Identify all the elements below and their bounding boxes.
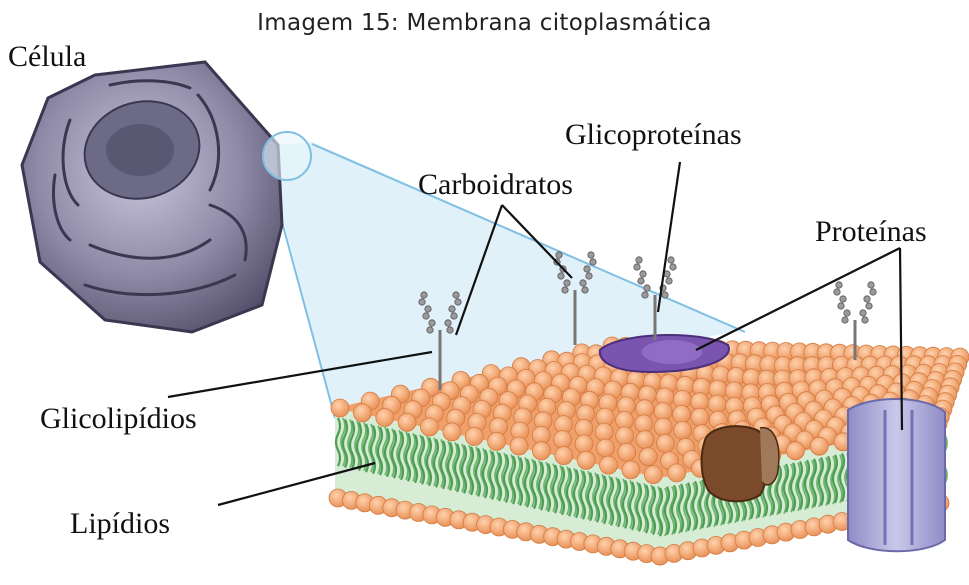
sugar-bead bbox=[666, 278, 672, 284]
sugar-bead bbox=[447, 327, 453, 333]
sugar-bead bbox=[868, 282, 874, 288]
sugar-bead bbox=[844, 310, 850, 316]
sugar-bead bbox=[864, 296, 870, 302]
lipid-head bbox=[443, 423, 461, 441]
lipid-head bbox=[635, 415, 653, 433]
sugar-bead bbox=[564, 280, 570, 286]
sugar-bead bbox=[842, 317, 848, 323]
sugar-bead bbox=[584, 266, 590, 272]
sugar-bead bbox=[556, 252, 562, 258]
sugar-bead bbox=[668, 257, 674, 263]
zoom-circle bbox=[263, 132, 311, 180]
sugar-bead bbox=[642, 292, 648, 298]
lipid-head bbox=[398, 413, 416, 431]
label-carbohydrates: Carboidratos bbox=[418, 168, 573, 202]
sugar-bead bbox=[451, 313, 457, 319]
lipid-head bbox=[654, 418, 672, 436]
sugar-bead bbox=[866, 303, 872, 309]
lipid-head bbox=[331, 399, 349, 417]
lipid-head bbox=[555, 447, 573, 465]
lipid-head bbox=[639, 448, 657, 466]
lipid-head bbox=[656, 435, 674, 453]
sugar-bead bbox=[636, 257, 642, 263]
lipid-head bbox=[616, 427, 634, 445]
sugar-bead bbox=[862, 317, 868, 323]
sugar-bead bbox=[836, 282, 842, 288]
sugar-bead bbox=[419, 299, 425, 305]
sugar-bead bbox=[870, 289, 876, 295]
lipid-head bbox=[595, 423, 613, 441]
lipid-head bbox=[810, 437, 828, 455]
lipid-head bbox=[636, 431, 654, 449]
lipid-head bbox=[465, 428, 483, 446]
sugar-bead bbox=[644, 285, 650, 291]
sugar-bead bbox=[423, 313, 429, 319]
label-proteins: Proteínas bbox=[815, 215, 927, 249]
sugar-bead bbox=[838, 303, 844, 309]
label-lipids: Lipídios bbox=[70, 507, 170, 541]
sugar-bead bbox=[834, 289, 840, 295]
channel-protein bbox=[848, 399, 945, 551]
lipid-head bbox=[668, 464, 686, 482]
lipid-head bbox=[421, 418, 439, 436]
lipid-head bbox=[674, 421, 692, 439]
cell-illustration bbox=[22, 62, 311, 332]
sugar-bead bbox=[638, 278, 644, 284]
lipid-head bbox=[554, 431, 572, 449]
sugar-bead bbox=[445, 320, 451, 326]
sugar-bead bbox=[640, 271, 646, 277]
lipid-head bbox=[618, 443, 636, 461]
lipid-head bbox=[376, 409, 394, 427]
sugar-bead bbox=[562, 287, 568, 293]
pointer-glycoprotein bbox=[658, 162, 680, 312]
label-cell: Célula bbox=[8, 40, 86, 74]
lipid-head bbox=[510, 437, 528, 455]
label-glycolipids: Glicolipídios bbox=[40, 402, 197, 436]
sugar-bead bbox=[582, 287, 588, 293]
sugar-bead bbox=[634, 264, 640, 270]
sugar-bead bbox=[427, 327, 433, 333]
lipid-head bbox=[708, 395, 726, 413]
lipid-head bbox=[622, 461, 640, 479]
lipid-head bbox=[488, 432, 506, 450]
lipid-head bbox=[353, 404, 371, 422]
cell-nucleolus bbox=[106, 124, 174, 176]
sugar-bead bbox=[453, 292, 459, 298]
lipid-head bbox=[691, 408, 709, 426]
lipid-head bbox=[786, 442, 804, 460]
sugar-bead bbox=[580, 280, 586, 286]
sugar-bead bbox=[429, 320, 435, 326]
sugar-bead bbox=[558, 273, 564, 279]
sugar-bead bbox=[425, 306, 431, 312]
lipid-head bbox=[575, 435, 593, 453]
sugar-bead bbox=[670, 264, 676, 270]
lipid-head bbox=[532, 442, 550, 460]
sugar-bead bbox=[840, 296, 846, 302]
sugar-bead bbox=[860, 310, 866, 316]
lipid-head bbox=[600, 456, 618, 474]
sugar-bead bbox=[662, 292, 668, 298]
lipid-head bbox=[644, 466, 662, 484]
sugar-bead bbox=[586, 273, 592, 279]
sugar-bead bbox=[421, 292, 427, 298]
lipid-head bbox=[673, 405, 691, 423]
sugar-bead bbox=[588, 252, 594, 258]
lipid-head bbox=[596, 439, 614, 457]
label-glycoproteins: Glicoproteínas bbox=[565, 118, 742, 152]
sugar-bead bbox=[455, 299, 461, 305]
sugar-bead bbox=[449, 306, 455, 312]
lipid-head bbox=[577, 451, 595, 469]
sugar-bead bbox=[590, 259, 596, 265]
